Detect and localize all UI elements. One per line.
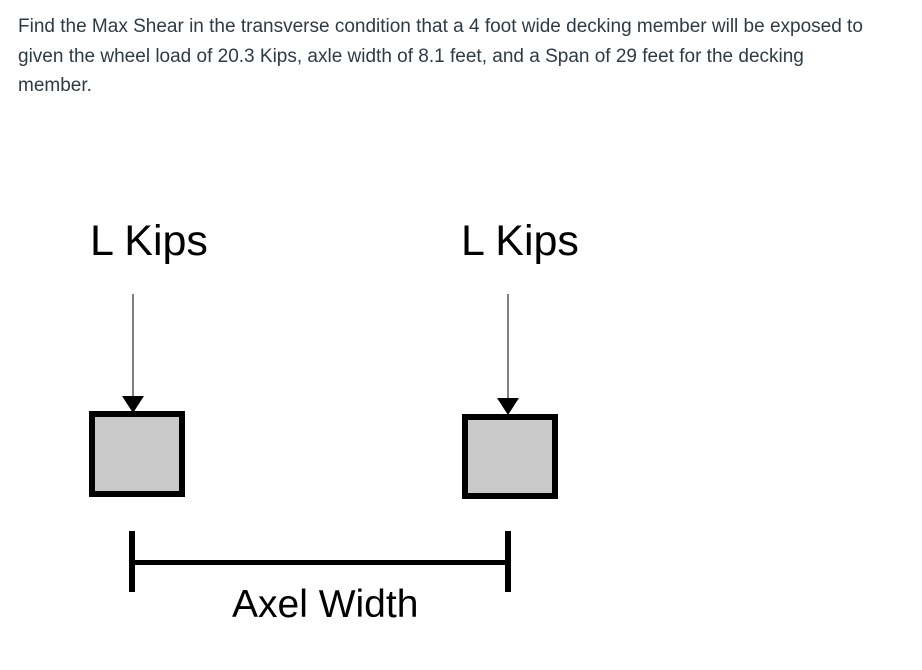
right-load-arrow-shaft	[507, 294, 509, 398]
left-load-down-arrow-icon	[122, 396, 144, 413]
left-load-arrow-shaft	[132, 294, 134, 398]
left-load-label: L Kips	[90, 217, 208, 265]
right-load-label: L Kips	[461, 217, 579, 265]
axle-width-dimension-tick-right	[505, 531, 511, 592]
problem-statement-line: Find the Max Shear in the transverse con…	[18, 16, 863, 37]
left-wheel-square	[89, 411, 185, 497]
problem-statement-line: member.	[18, 75, 92, 96]
axle-width-label: Axel Width	[232, 583, 419, 626]
problem-statement-line: given the wheel load of 20.3 Kips, axle …	[18, 45, 804, 67]
problem-statement: Find the Max Shear in the transverse con…	[18, 12, 918, 101]
right-load-down-arrow-icon	[497, 398, 519, 415]
right-wheel-square	[462, 414, 558, 499]
axle-width-dimension-line	[132, 560, 510, 565]
